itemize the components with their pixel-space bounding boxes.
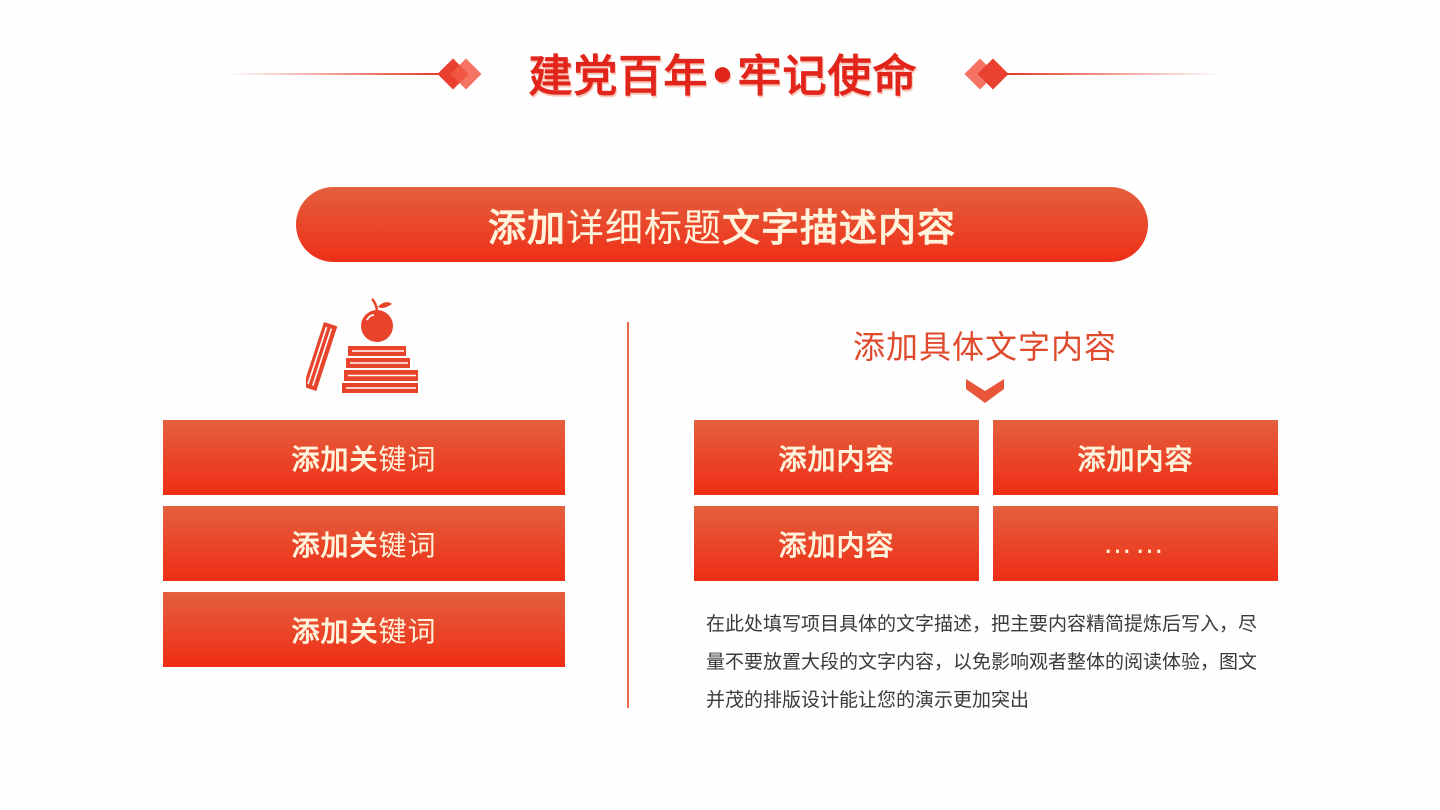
content-box-ellipsis: …… — [993, 506, 1278, 581]
vertical-divider — [627, 322, 629, 708]
keyword-text-thin: 键词 — [378, 528, 437, 562]
content-box: 添加内容 — [993, 420, 1278, 495]
banner-text-bold-end: 文字描述内容 — [722, 206, 957, 250]
header-line-left — [228, 73, 444, 75]
keyword-text-thin: 键词 — [378, 442, 437, 476]
keyword-box: 添加关键词 — [163, 420, 565, 495]
content-box: 添加内容 — [694, 506, 979, 581]
content-box: 添加内容 — [694, 420, 979, 495]
books-apple-icon — [306, 298, 418, 393]
keyword-box: 添加关键词 — [163, 592, 565, 667]
keyword-text-thin: 键词 — [378, 614, 437, 648]
banner-text-bold-start: 添加 — [487, 206, 566, 250]
header-line-right — [1004, 73, 1220, 75]
keyword-box: 添加关键词 — [163, 506, 565, 581]
chevron-down-icon — [966, 379, 1004, 403]
keyword-text-bold: 添加关 — [291, 614, 379, 648]
page-title: 建党百年•牢记使命 — [528, 51, 918, 102]
keyword-text-bold: 添加关 — [291, 442, 379, 476]
title-banner: 添加详细标题文字描述内容 — [296, 187, 1148, 262]
keyword-text-bold: 添加关 — [291, 528, 379, 562]
description-text: 在此处填写项目具体的文字描述，把主要内容精简提炼后写入，尽量不要放置大段的文字内… — [706, 613, 1258, 711]
section-subtitle: 添加具体文字内容 — [852, 328, 1117, 366]
banner-text-thin: 详细标题 — [565, 206, 722, 250]
